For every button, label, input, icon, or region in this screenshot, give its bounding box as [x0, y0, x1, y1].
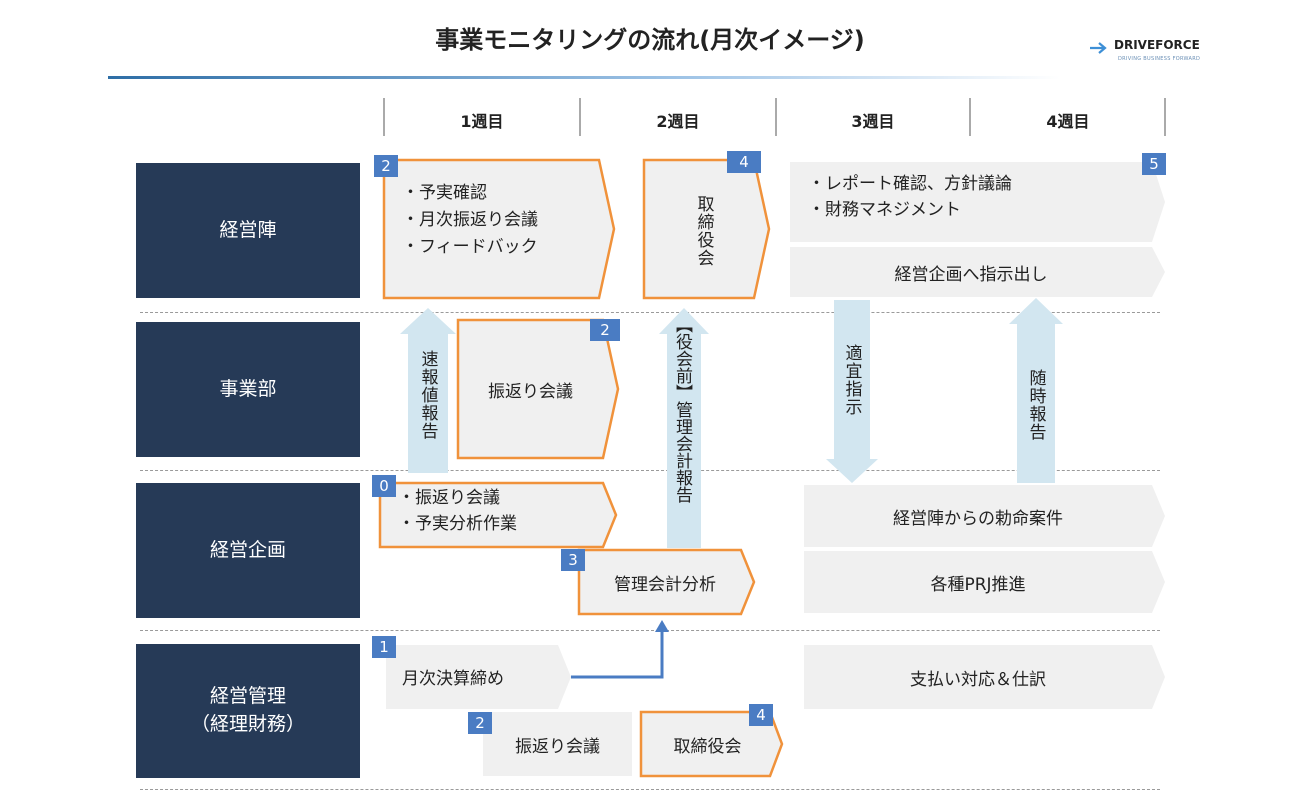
- exec-discussion-item: ・財務マネジメント: [808, 198, 1012, 224]
- step-badge-mgmt-board: 4: [749, 704, 773, 726]
- exec-discussion-item: ・レポート確認、方針議論: [808, 172, 1012, 198]
- planning-tasks-list: ・振返り会議 ・予実分析作業: [398, 485, 517, 538]
- prj-label: 各種PRJ推進: [804, 551, 1152, 613]
- planning-task-item: ・予実分析作業: [398, 511, 517, 537]
- exec-review-item: ・フィードバック: [402, 234, 538, 261]
- pre-board-report-label: 【役会前】管理会計報告: [670, 316, 695, 548]
- planning-task-item: ・振返り会議: [398, 485, 517, 511]
- exec-review-list: ・予実確認 ・月次振返り会議 ・フィードバック: [402, 180, 538, 262]
- flash-report-label: 速報値報告: [408, 330, 448, 460]
- step-badge-analysis: 3: [561, 549, 585, 571]
- mgmt-review-label: 振返り会議: [483, 712, 632, 776]
- payment-label: 支払い対応＆仕訳: [804, 645, 1152, 709]
- division-review-label: 振返り会議: [458, 320, 603, 458]
- exec-missions-label: 経営陣からの勅命案件: [804, 485, 1152, 547]
- exec-discussion-list: ・レポート確認、方針議論 ・財務マネジメント: [808, 172, 1012, 223]
- timely-instruction-label: 適宜指示: [834, 325, 870, 435]
- ad-hoc-report-label: 随時報告: [1017, 345, 1055, 465]
- exec-review-item: ・予実確認: [402, 180, 538, 207]
- step-badge-division-review: 2: [590, 319, 620, 341]
- step-badge-exec-review: 2: [374, 155, 398, 177]
- step-badge-exec-discussion: 5: [1142, 153, 1166, 175]
- analysis-label: 管理会計分析: [585, 550, 745, 614]
- step-badge-mgmt-review: 2: [468, 712, 492, 734]
- close-to-analysis-connector: [571, 630, 662, 677]
- board-label: 取締役会: [644, 168, 764, 293]
- connector-arrowhead: [655, 620, 669, 632]
- monthly-close-label: 月次決算締め: [402, 664, 504, 689]
- step-badge-planning-tasks: 0: [372, 475, 396, 497]
- exec-review-item: ・月次振返り会議: [402, 207, 538, 234]
- instruct-planning-label: 経営企画へ指示出し: [790, 247, 1152, 297]
- step-badge-monthly-close: 1: [372, 636, 396, 658]
- step-badge-board: 4: [727, 151, 761, 173]
